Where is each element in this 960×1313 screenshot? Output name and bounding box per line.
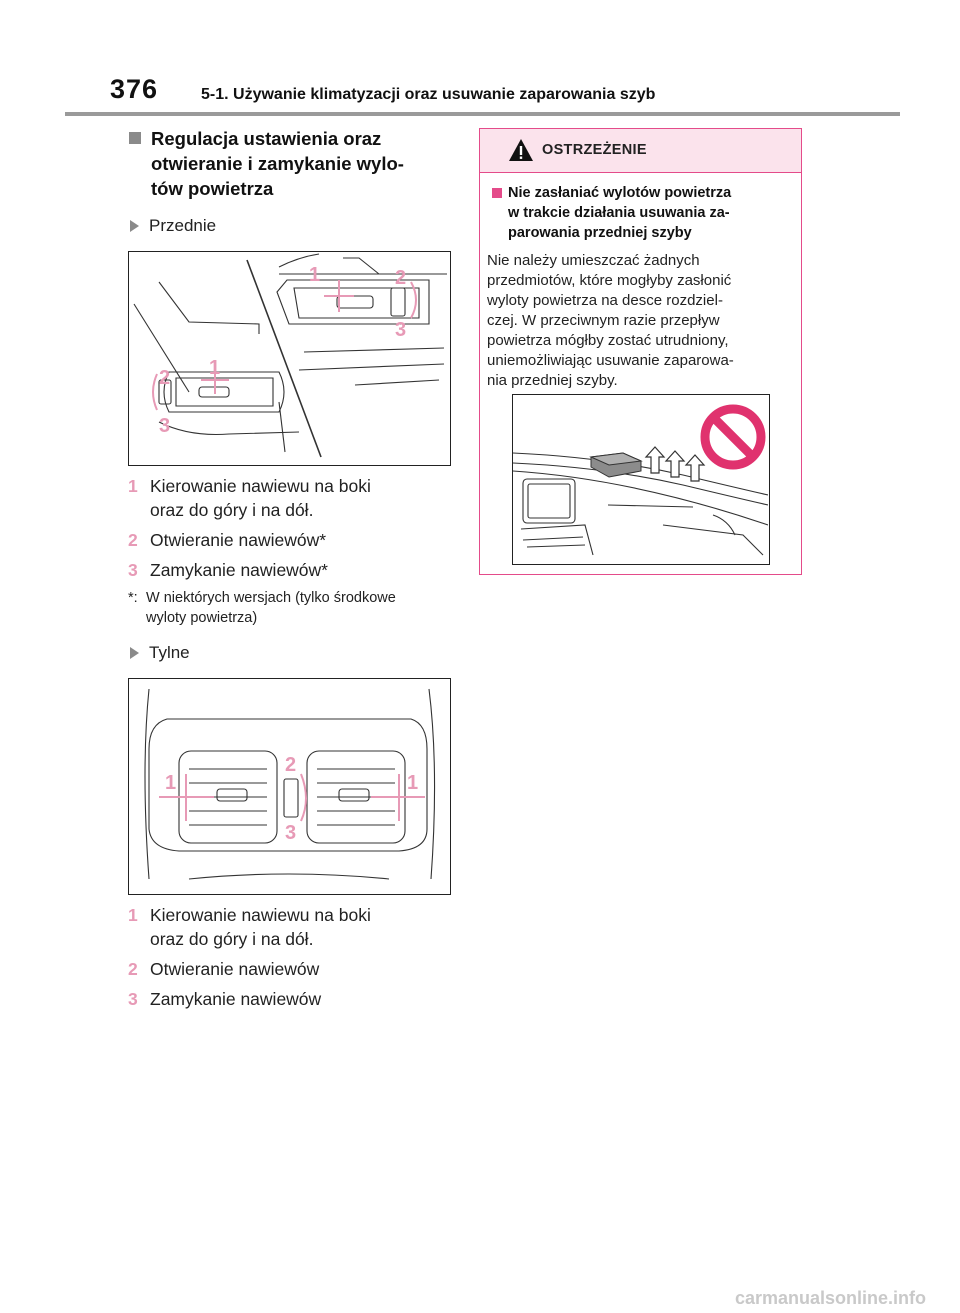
- front-vents-illustration: 1 2 3 1 2 3: [133, 253, 447, 458]
- pink-bullet-icon: [492, 188, 502, 198]
- figure-label: 3: [395, 319, 406, 341]
- chapter-title: 5-1. Używanie klimatyzacji oraz usuwanie…: [201, 86, 656, 103]
- legend-item: 1 Kierowanie nawiewu na boki oraz do gór…: [128, 905, 371, 949]
- heading-line: otwieranie i zamykanie wylo-: [151, 153, 404, 174]
- legend-item: 2 Otwieranie nawiewów*: [128, 530, 327, 550]
- figure-label: 1: [407, 772, 418, 794]
- warning-title: OSTRZEŻENIE: [542, 142, 647, 158]
- header-divider: [65, 112, 900, 116]
- legend-item: 1 Kierowanie nawiewu na boki oraz do gór…: [128, 476, 371, 520]
- figure-label: 2: [159, 367, 170, 389]
- left-column: Regulacja ustawienia oraz otwieranie i z…: [128, 126, 458, 1011]
- square-bullet-icon: [129, 132, 141, 144]
- heading-line: Regulacja ustawienia oraz: [151, 128, 382, 149]
- warning-subheading: Nie zasłaniać wylotów powietrza w trakci…: [492, 183, 789, 243]
- legend-item: 2 Otwieranie nawiewów: [128, 959, 320, 979]
- legend-item: 3 Zamykanie nawiewów: [128, 989, 322, 1009]
- warning-triangle-icon: [509, 139, 533, 161]
- triangle-bullet-icon: [130, 647, 139, 659]
- figure-label: 2: [285, 754, 296, 776]
- rear-vents-figure: 1 1 2 3: [128, 678, 451, 895]
- page-number: 376: [110, 74, 159, 104]
- heading-line: tów powietrza: [151, 178, 274, 199]
- rear-legend: 1 Kierowanie nawiewu na boki oraz do gór…: [128, 903, 458, 1011]
- front-heading: Przednie: [128, 215, 458, 237]
- page-header: 376 5-1. Używanie klimatyzacji oraz usuw…: [0, 0, 960, 120]
- figure-label: 3: [159, 415, 170, 437]
- warning-figure: [512, 394, 770, 565]
- triangle-bullet-icon: [130, 220, 139, 232]
- figure-label: 2: [395, 267, 406, 289]
- warning-text: Nie należy umieszczać żadnych przedmiotó…: [487, 252, 734, 389]
- front-vents-figure: 1 2 3 1 2 3: [128, 251, 451, 466]
- footer-watermark: carmanualsonline.info: [735, 1288, 927, 1308]
- figure-label: 1: [309, 264, 320, 286]
- front-legend: 1 Kierowanie nawiewu na boki oraz do gór…: [128, 474, 458, 628]
- footnote: *: W niektórych wersjach (tylko środkowe…: [128, 590, 396, 626]
- legend-item: 3 Zamykanie nawiewów*: [128, 560, 328, 580]
- prohibition-icon: [700, 404, 766, 470]
- dashboard-obstruction-illustration: [512, 404, 769, 556]
- figure-label: 3: [285, 822, 296, 844]
- figure-label: 1: [209, 357, 220, 379]
- warning-header: OSTRZEŻENIE: [480, 129, 801, 173]
- figure-label: 1: [165, 772, 176, 794]
- warning-box: OSTRZEŻENIE Nie zasłaniać wylotów powiet…: [479, 128, 802, 575]
- rear-vents-illustration: 1 1 2 3: [144, 688, 436, 880]
- section-heading: Regulacja ustawienia oraz otwieranie i z…: [128, 126, 458, 201]
- rear-heading: Tylne: [128, 642, 458, 664]
